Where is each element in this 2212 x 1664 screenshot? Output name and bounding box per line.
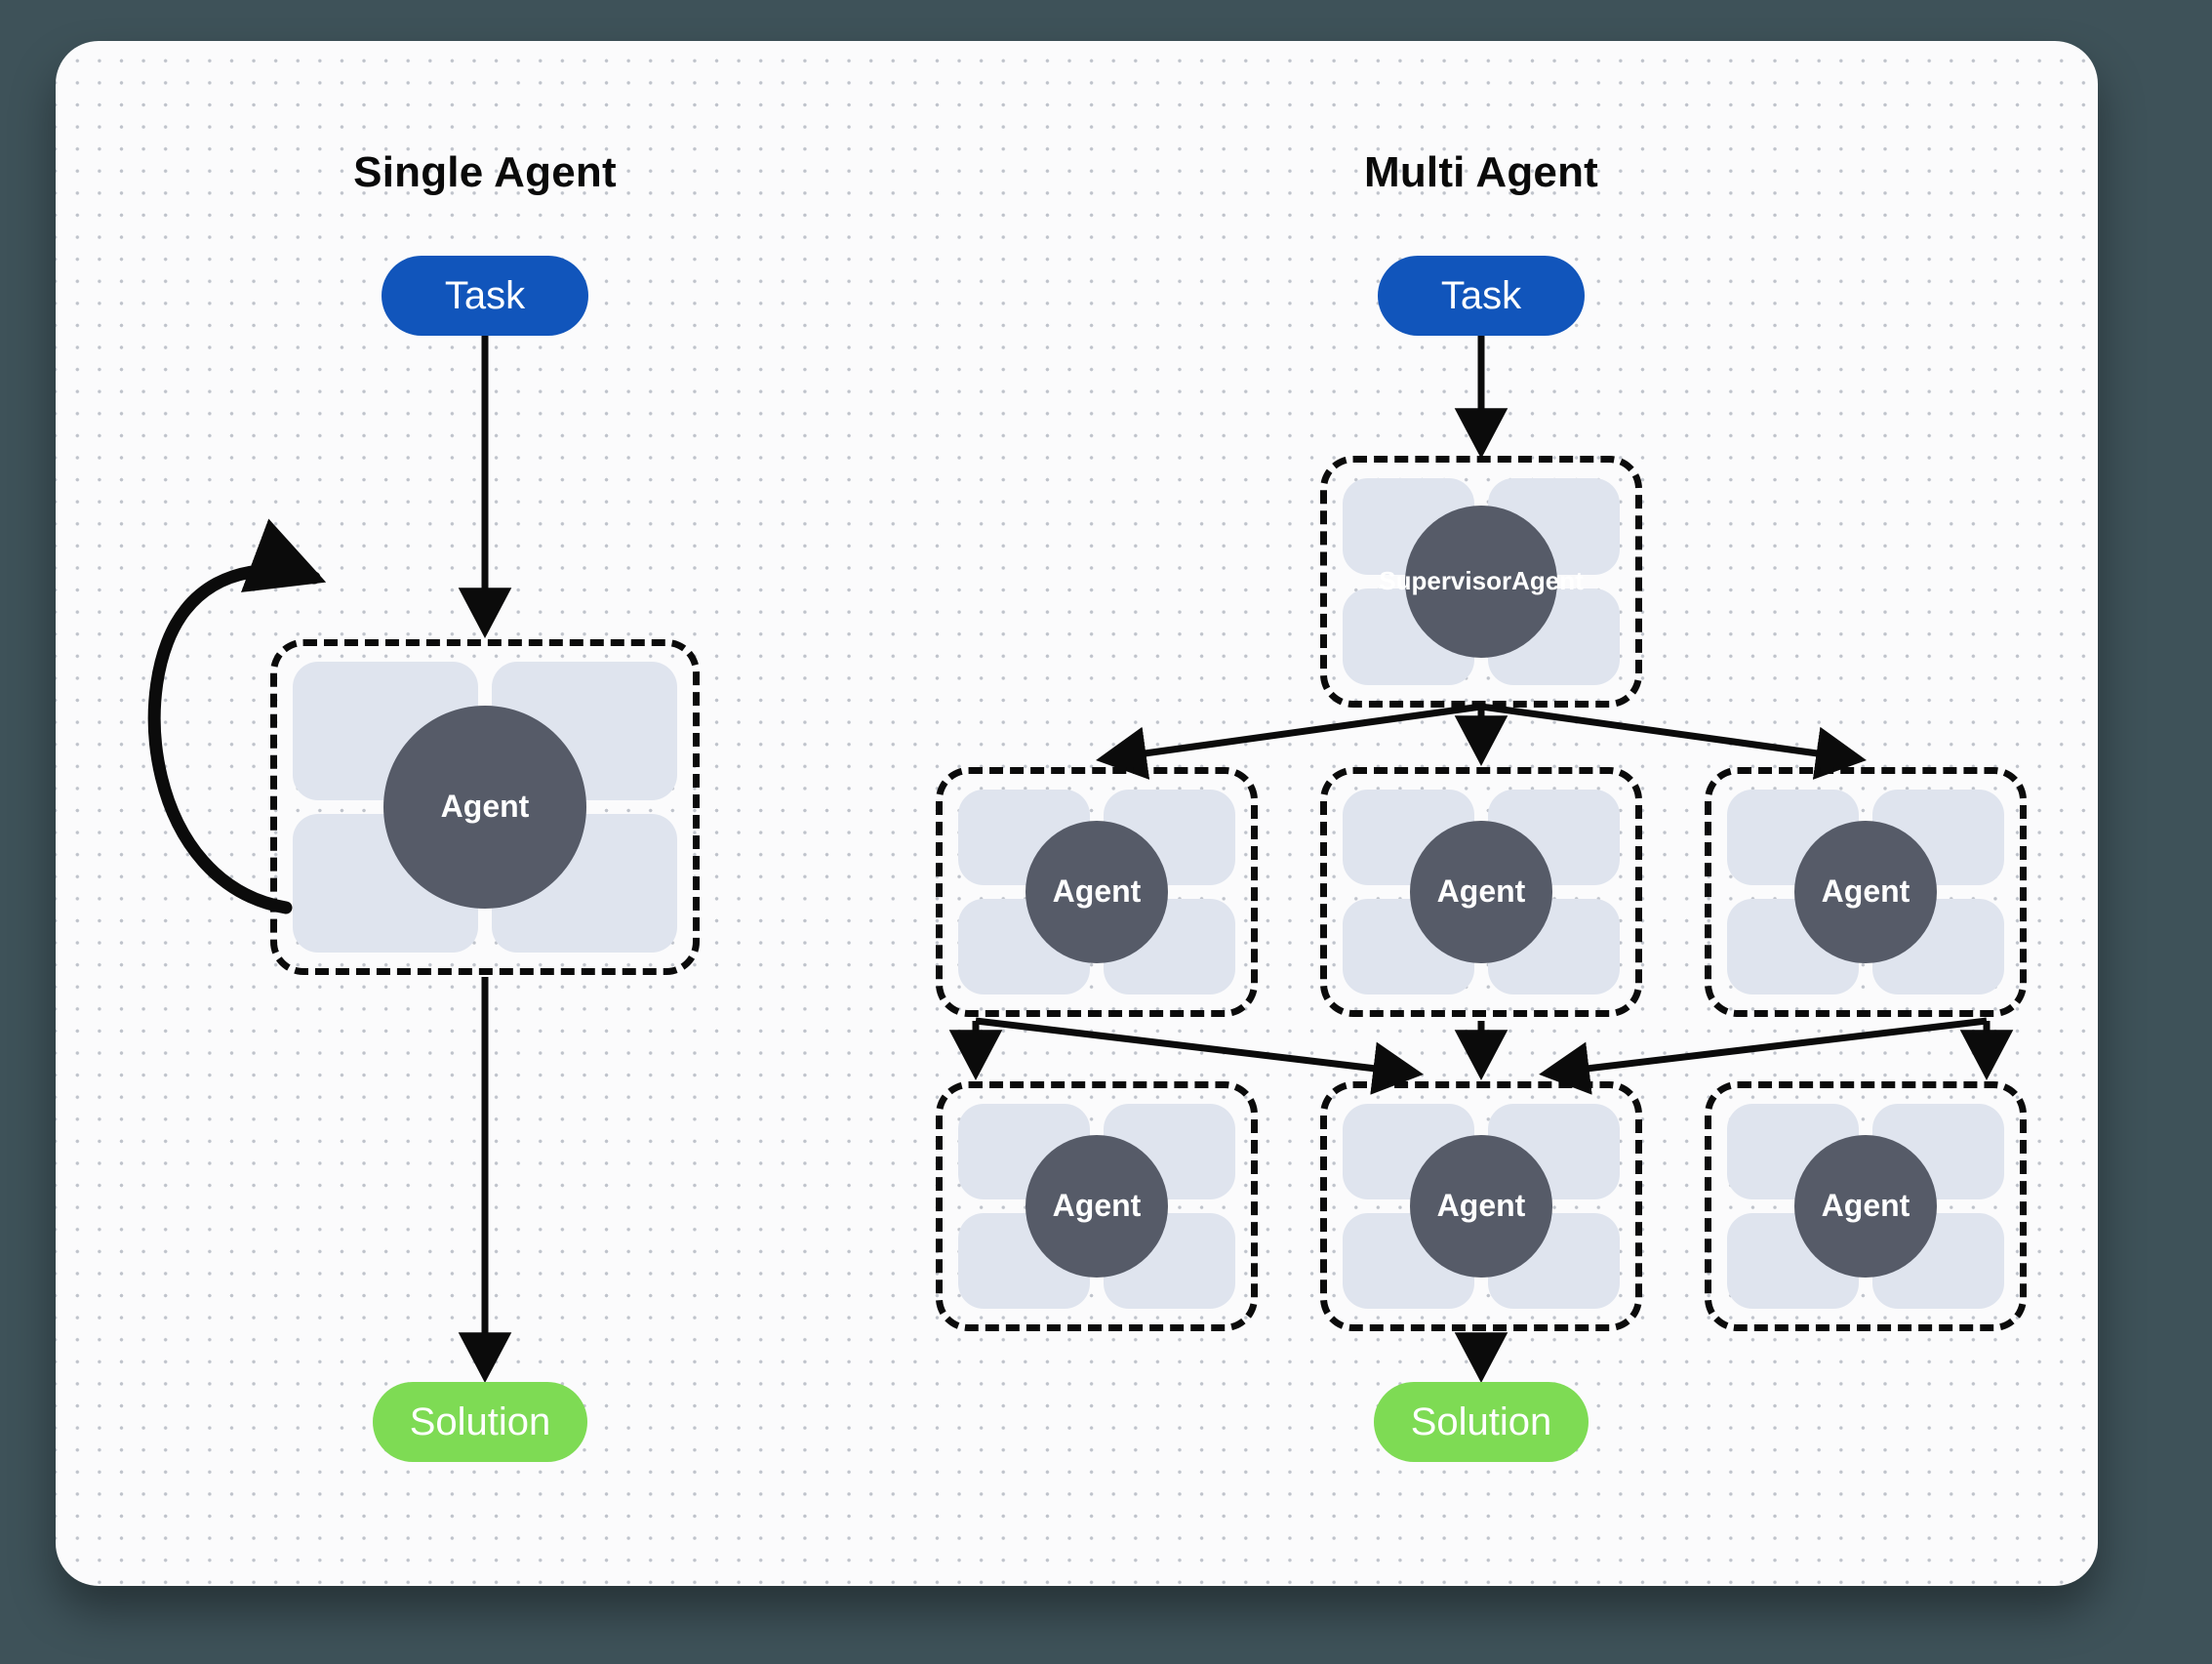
agent-circle: Agent [1410, 1135, 1552, 1278]
column-title-multi: Multi Agent [1363, 148, 1599, 196]
agent-circle: Agent [1026, 821, 1168, 963]
node-single-task[interactable]: Task [382, 256, 588, 336]
agent-box-agent-r1-left[interactable]: Agent [936, 767, 1258, 1017]
agent-tile-grid [1727, 790, 2004, 994]
agent-box-agent-r2-center[interactable]: Agent [1320, 1081, 1642, 1331]
agent-box-single-agent[interactable]: Agent [270, 639, 700, 975]
node-multi-task[interactable]: Task [1378, 256, 1585, 336]
agent-box-agent-r2-left[interactable]: Agent [936, 1081, 1258, 1331]
agent-box-agent-r2-right[interactable]: Agent [1705, 1081, 2027, 1331]
agent-circle: Agent [1026, 1135, 1168, 1278]
node-multi-solution[interactable]: Solution [1374, 1382, 1589, 1462]
agent-circle: Agent [1410, 821, 1552, 963]
agent-circle: Agent [1794, 1135, 1937, 1278]
agent-box-agent-r1-right[interactable]: Agent [1705, 767, 2027, 1017]
agent-circle: Agent [1794, 821, 1937, 963]
node-single-solution[interactable]: Solution [373, 1382, 587, 1462]
agent-circle: Agent [383, 706, 586, 909]
agent-box-agent-r1-center[interactable]: Agent [1320, 767, 1642, 1017]
column-title-single: Single Agent [353, 148, 617, 196]
